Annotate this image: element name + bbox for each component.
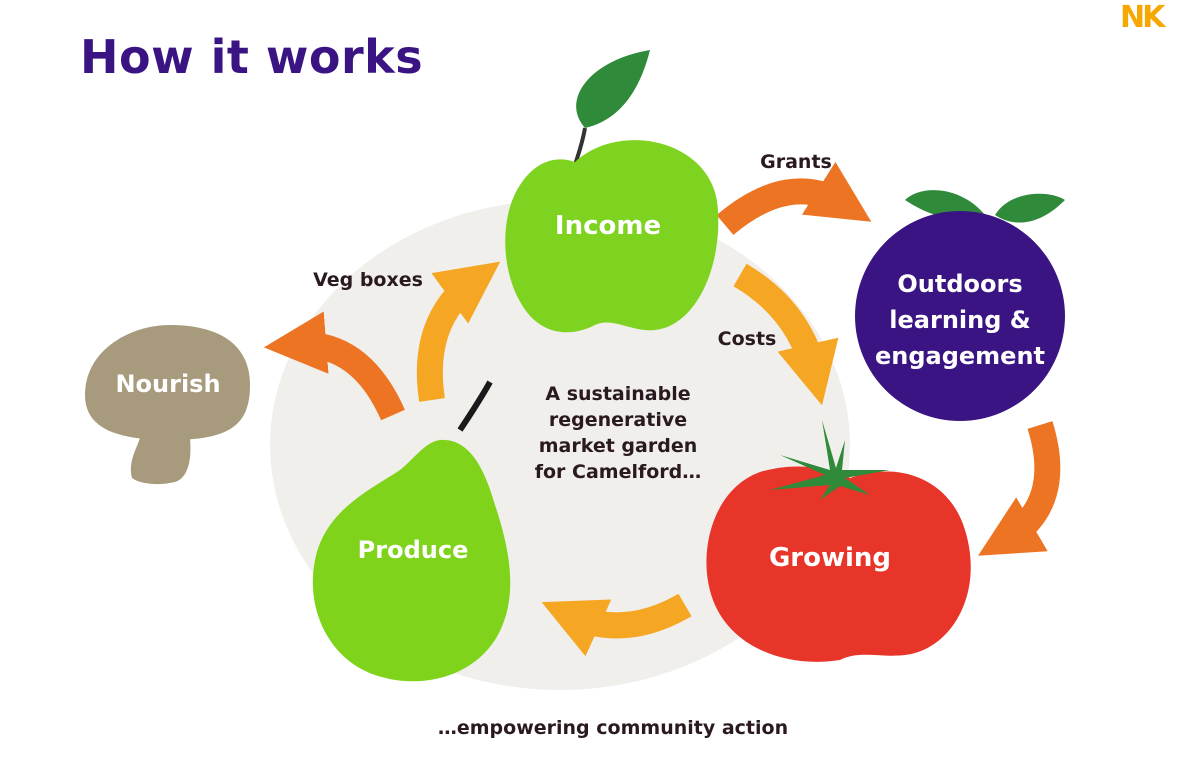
arrow-growing-to-produce (541, 593, 692, 657)
center-text-line3: market garden (539, 435, 698, 457)
plum-leaf-icon (995, 193, 1065, 223)
node-label-income: Income (555, 211, 661, 241)
apple-icon (505, 140, 719, 333)
brand-logo: NK (1120, 0, 1165, 35)
node-label-growing: Growing (769, 543, 891, 573)
edge-label-costs: Costs (718, 328, 777, 350)
tomato-stem-icon (770, 420, 890, 500)
node-label-outdoors-line2: learning & (889, 306, 1030, 334)
node-label-outdoors-line1: Outdoors (897, 270, 1022, 298)
edge-label-grants: Grants (760, 151, 832, 173)
pear-icon (312, 439, 511, 682)
page-title: How it works (80, 30, 424, 84)
tomato-icon (706, 466, 971, 662)
apple-leaf-icon (576, 50, 650, 128)
arrow-income-to-growing (733, 263, 839, 406)
plum-icon (855, 211, 1065, 421)
node-label-nourish: Nourish (115, 370, 220, 398)
edge-label-veg-boxes: Veg boxes (313, 269, 423, 291)
center-text-line1: A sustainable (545, 383, 690, 405)
node-label-produce: Produce (358, 536, 469, 564)
footer-tagline: …empowering community action (437, 717, 789, 739)
pear-stem-icon (457, 380, 493, 432)
arrow-produce-to-income (416, 261, 501, 402)
arrow-income-to-outdoors (716, 161, 872, 236)
center-text-line2: regenerative (549, 409, 687, 431)
mushroom-icon (85, 325, 250, 440)
arrow-produce-to-nourish (263, 311, 405, 421)
mushroom-stem-icon (130, 438, 191, 485)
center-text-line4: for Camelford… (535, 461, 702, 483)
arrow-outdoors-to-growing (978, 421, 1061, 556)
node-label-outdoors-line3: engagement (875, 342, 1045, 370)
